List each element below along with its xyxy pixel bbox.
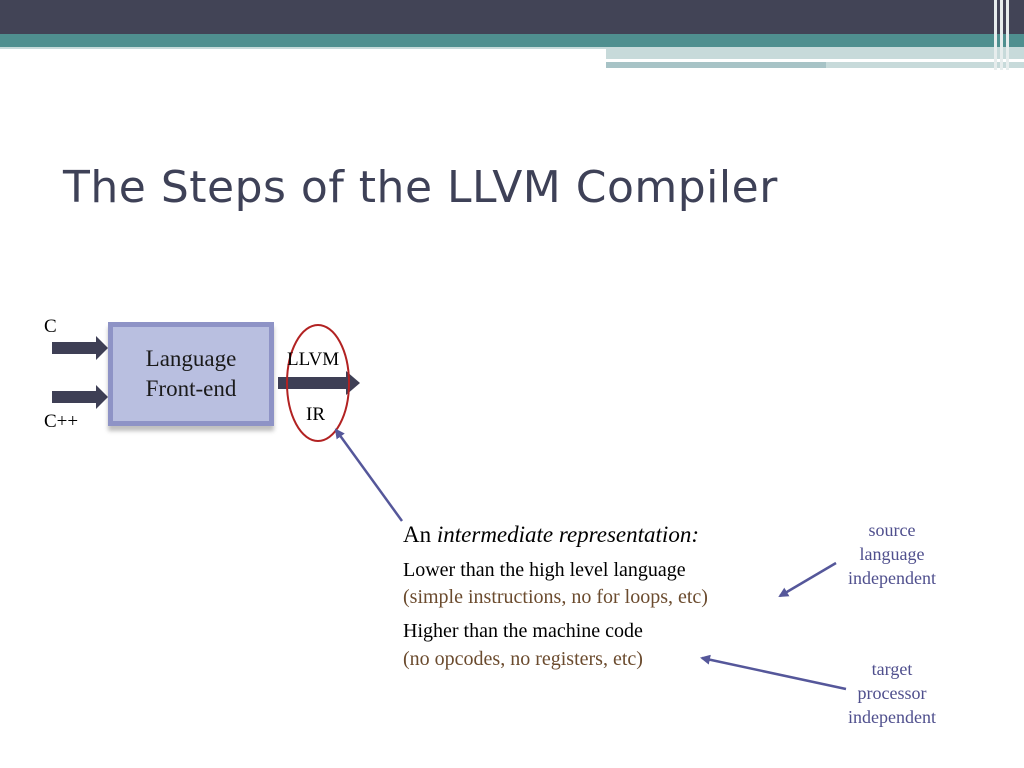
slide-title: The Steps of the LLVM Compiler <box>63 162 778 213</box>
note-source-line: source <box>868 520 916 540</box>
note-target-line: independent <box>848 707 936 727</box>
note-target-line: processor <box>857 683 927 703</box>
ir-higher-detail: (no opcodes, no registers, etc) <box>403 648 643 670</box>
input-label-cpp: C++ <box>44 411 79 432</box>
header-accent-band-right <box>826 62 1024 68</box>
ir-label-ir: IR <box>306 404 325 425</box>
header-light-band <box>606 47 1024 59</box>
note-source-independent: source language independent <box>827 518 957 590</box>
note-source-line: independent <box>848 568 936 588</box>
frontend-box: Language Front-end <box>108 322 274 426</box>
ir-heading-prefix: An <box>403 522 437 547</box>
ir-lower-detail: (simple instructions, no for loops, etc) <box>403 586 708 608</box>
header-accent-band <box>606 62 826 68</box>
header-stripe <box>994 0 997 70</box>
frontend-label-line2: Front-end <box>145 376 237 401</box>
header-teal-band <box>0 34 1024 47</box>
note-source-line: language <box>859 544 925 564</box>
header-stripe <box>1006 0 1009 70</box>
ir-label-llvm: LLVM <box>287 349 340 370</box>
note-target-line: target <box>871 659 913 679</box>
arrow-c-input <box>52 336 108 360</box>
pointer-to-ir <box>334 428 404 522</box>
input-label-c: C <box>44 316 57 337</box>
frontend-label-line1: Language <box>145 346 237 371</box>
arrow-ir-output <box>278 371 360 395</box>
ir-heading-emphasis: intermediate representation: <box>436 522 699 547</box>
ir-lower-text: Lower than the high level language <box>403 559 686 581</box>
ir-higher-text: Higher than the machine code <box>403 620 643 642</box>
header-thin-line <box>0 47 606 49</box>
note-target-independent: target processor independent <box>827 657 957 729</box>
arrow-cpp-input <box>52 385 108 409</box>
pointer-source-independent <box>778 561 837 598</box>
header-dark-band <box>0 0 1024 34</box>
header-stripe <box>1000 0 1003 70</box>
ir-ellipse <box>286 324 350 442</box>
ir-heading: An intermediate representation: <box>403 522 699 548</box>
pointer-target-independent <box>700 654 847 691</box>
